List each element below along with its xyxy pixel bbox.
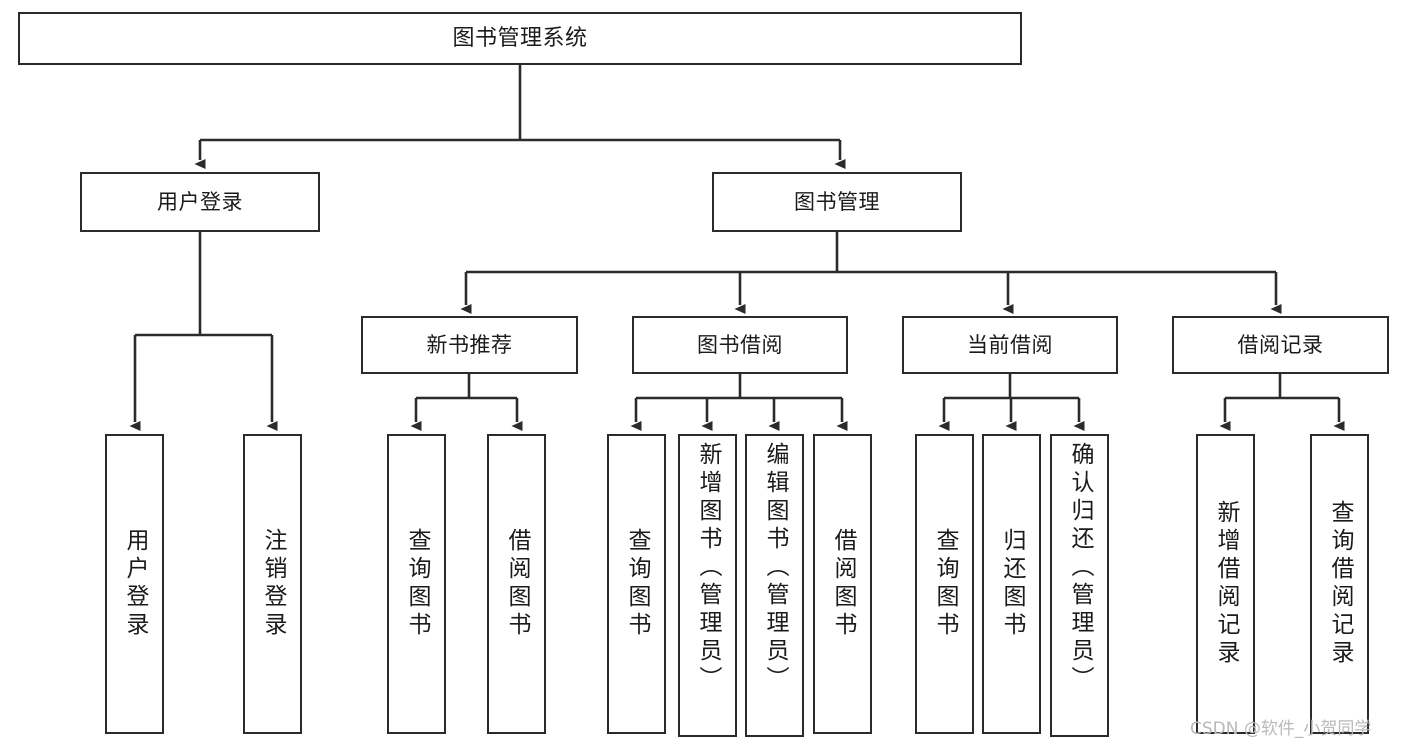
node-leaf-add-record-label: 新增借阅记录	[1213, 500, 1239, 668]
node-leaf-query-record[interactable]: 查询借阅记录	[1310, 434, 1369, 734]
node-leaf-query-book-3-label: 查询图书	[932, 528, 958, 640]
node-root[interactable]: 图书管理系统	[18, 12, 1022, 65]
node-book-manage-label: 图书管理	[794, 189, 880, 214]
node-leaf-edit-book-label: 编辑图书（管理员）	[762, 442, 788, 694]
node-current-borrow[interactable]: 当前借阅	[902, 316, 1118, 374]
node-current-borrow-label: 当前借阅	[967, 332, 1053, 357]
node-new-book-rec-label: 新书推荐	[426, 332, 513, 357]
node-leaf-borrow-book-1-label: 借阅图书	[504, 528, 530, 640]
node-leaf-confirm-return-label: 确认归还（管理员）	[1067, 442, 1093, 694]
node-borrow-record-label: 借阅记录	[1237, 332, 1324, 357]
node-book-borrow[interactable]: 图书借阅	[632, 316, 848, 374]
node-book-manage[interactable]: 图书管理	[712, 172, 962, 232]
node-leaf-logout[interactable]: 注销登录	[243, 434, 302, 734]
node-leaf-logout-label: 注销登录	[260, 528, 286, 640]
node-leaf-query-book-1-label: 查询图书	[404, 528, 430, 640]
node-new-book-rec[interactable]: 新书推荐	[361, 316, 578, 374]
node-leaf-query-record-label: 查询借阅记录	[1327, 500, 1353, 668]
node-borrow-record[interactable]: 借阅记录	[1172, 316, 1389, 374]
node-leaf-add-book-label: 新增图书（管理员）	[695, 442, 721, 694]
node-user-login[interactable]: 用户登录	[80, 172, 320, 232]
node-leaf-query-book-2-label: 查询图书	[624, 528, 650, 640]
node-leaf-user-login[interactable]: 用户登录	[105, 434, 164, 734]
node-leaf-user-login-label: 用户登录	[122, 528, 148, 640]
node-user-login-label: 用户登录	[157, 189, 243, 214]
node-leaf-borrow-book-2[interactable]: 借阅图书	[813, 434, 872, 734]
node-root-label: 图书管理系统	[452, 25, 588, 51]
node-leaf-return-book-label: 归还图书	[999, 528, 1025, 640]
node-book-borrow-label: 图书借阅	[697, 332, 783, 357]
node-leaf-query-book-3[interactable]: 查询图书	[915, 434, 974, 734]
node-leaf-edit-book[interactable]: 编辑图书（管理员）	[745, 434, 804, 737]
node-leaf-borrow-book-2-label: 借阅图书	[830, 528, 856, 640]
node-leaf-confirm-return[interactable]: 确认归还（管理员）	[1050, 434, 1109, 737]
node-leaf-borrow-book-1[interactable]: 借阅图书	[487, 434, 546, 734]
node-leaf-add-book[interactable]: 新增图书（管理员）	[678, 434, 737, 737]
node-leaf-query-book-2[interactable]: 查询图书	[607, 434, 666, 734]
node-leaf-return-book[interactable]: 归还图书	[982, 434, 1041, 734]
node-leaf-query-book-1[interactable]: 查询图书	[387, 434, 446, 734]
node-leaf-add-record[interactable]: 新增借阅记录	[1196, 434, 1255, 734]
csdn-watermark: CSDN @软件_小贺同学	[1190, 719, 1372, 739]
